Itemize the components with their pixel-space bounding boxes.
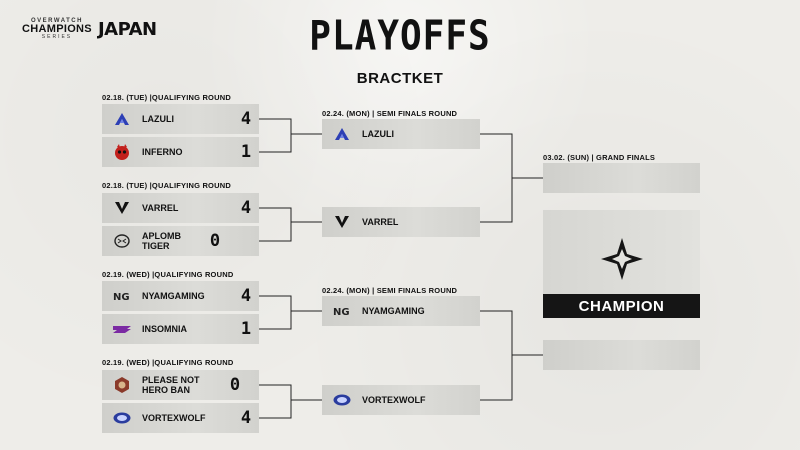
semi-slot-nyamgaming[interactable]: NG NYAMGAMING bbox=[322, 296, 480, 326]
team-score: 1 bbox=[240, 142, 252, 162]
team-name: INSOMNIA bbox=[142, 323, 187, 334]
team-score: 4 bbox=[240, 198, 252, 218]
nyamgaming-logo-icon: NG bbox=[322, 305, 362, 317]
inferno-logo-icon bbox=[102, 143, 142, 161]
insomnia-logo-icon bbox=[102, 323, 142, 335]
semi-slot-lazuli[interactable]: LAZULI bbox=[322, 119, 480, 149]
team-name: NYAMGAMING bbox=[362, 305, 425, 316]
qualifying-slot-inferno[interactable]: INFERNO 1 bbox=[102, 137, 259, 167]
team-name: LAZULI bbox=[362, 128, 394, 139]
svg-text:NG: NG bbox=[113, 292, 130, 302]
nyamgaming-logo-icon: NG bbox=[102, 290, 142, 302]
team-score: 4 bbox=[240, 286, 252, 306]
team-name: VORTEXWOLF bbox=[142, 412, 206, 423]
team-name: APLOMB TIGER bbox=[142, 230, 181, 251]
qualifying-slot-aplomb-tiger[interactable]: APLOMB TIGER 0 bbox=[102, 226, 259, 256]
team-score: 1 bbox=[240, 319, 252, 339]
varrel-logo-icon bbox=[322, 215, 362, 229]
logo-series-text: SERIES bbox=[41, 34, 73, 40]
round-label-qualifying-3: 02.19. (WED) |QUALIFYING ROUND bbox=[102, 270, 234, 279]
team-name: LAZULI bbox=[142, 113, 174, 124]
round-label-qualifying-1: 02.18. (TUE) |QUALIFYING ROUND bbox=[102, 93, 231, 102]
team-score: 0 bbox=[209, 231, 221, 251]
team-name: NYAMGAMING bbox=[142, 290, 205, 301]
please-not-hero-ban-logo-icon bbox=[102, 376, 142, 394]
logo-japan-text: JAPAN bbox=[97, 18, 157, 40]
qualifying-slot-varrel[interactable]: VARREL 4 bbox=[102, 193, 259, 223]
qualifying-slot-vortexwolf[interactable]: VORTEXWOLF 4 bbox=[102, 403, 259, 433]
qualifying-slot-insomnia[interactable]: INSOMNIA 1 bbox=[102, 314, 259, 344]
varrel-logo-icon bbox=[102, 201, 142, 215]
lazuli-logo-icon bbox=[322, 127, 362, 141]
semi-slot-varrel[interactable]: VARREL bbox=[322, 207, 480, 237]
ocs-japan-logo: OVERWATCH CHAMPIONS SERIES JAPAN bbox=[22, 18, 157, 40]
page-subtitle: BRACTKET bbox=[356, 70, 444, 87]
team-name: VORTEXWOLF bbox=[362, 394, 426, 405]
grand-final-slot-bottom[interactable] bbox=[543, 340, 700, 370]
team-name: VARREL bbox=[142, 202, 179, 213]
round-label-semi-1: 02.24. (MON) | SEMI FINALS ROUND bbox=[322, 109, 458, 118]
page-title: PLAYOFFS bbox=[309, 12, 491, 61]
grand-final-slot-top[interactable] bbox=[543, 163, 700, 193]
champion-label: CHAMPION bbox=[543, 294, 700, 318]
svg-text:NG: NG bbox=[333, 307, 350, 317]
logo-overwatch-text: OVERWATCH bbox=[30, 18, 83, 24]
team-name: VARREL bbox=[362, 216, 399, 227]
vortexwolf-logo-icon bbox=[322, 393, 362, 407]
round-label-qualifying-4: 02.19. (WED) |QUALIFYING ROUND bbox=[102, 358, 234, 367]
round-label-grand-finals: 03.02. (SUN) | GRAND FINALS bbox=[543, 153, 656, 162]
round-label-semi-2: 02.24. (MON) | SEMI FINALS ROUND bbox=[322, 286, 458, 295]
team-name: INFERNO bbox=[142, 146, 183, 157]
team-name: PLEASE NOT HERO BAN bbox=[142, 374, 200, 395]
qualifying-slot-please-not-hero-ban[interactable]: PLEASE NOT HERO BAN 0 bbox=[102, 370, 259, 400]
aplomb-tiger-logo-icon bbox=[102, 233, 142, 249]
round-label-qualifying-2: 02.18. (TUE) |QUALIFYING ROUND bbox=[102, 181, 231, 190]
semi-slot-vortexwolf[interactable]: VORTEXWOLF bbox=[322, 385, 480, 415]
champion-star-icon bbox=[601, 238, 643, 280]
qualifying-slot-lazuli[interactable]: LAZULI 4 bbox=[102, 104, 259, 134]
team-score: 0 bbox=[229, 375, 241, 395]
qualifying-slot-nyamgaming[interactable]: NG NYAMGAMING 4 bbox=[102, 281, 259, 311]
team-score: 4 bbox=[240, 408, 252, 428]
vortexwolf-logo-icon bbox=[102, 411, 142, 425]
logo-champions-text: CHAMPIONS bbox=[22, 23, 92, 35]
champion-box: CHAMPION bbox=[543, 210, 700, 318]
lazuli-logo-icon bbox=[102, 112, 142, 126]
team-score: 4 bbox=[240, 109, 252, 129]
